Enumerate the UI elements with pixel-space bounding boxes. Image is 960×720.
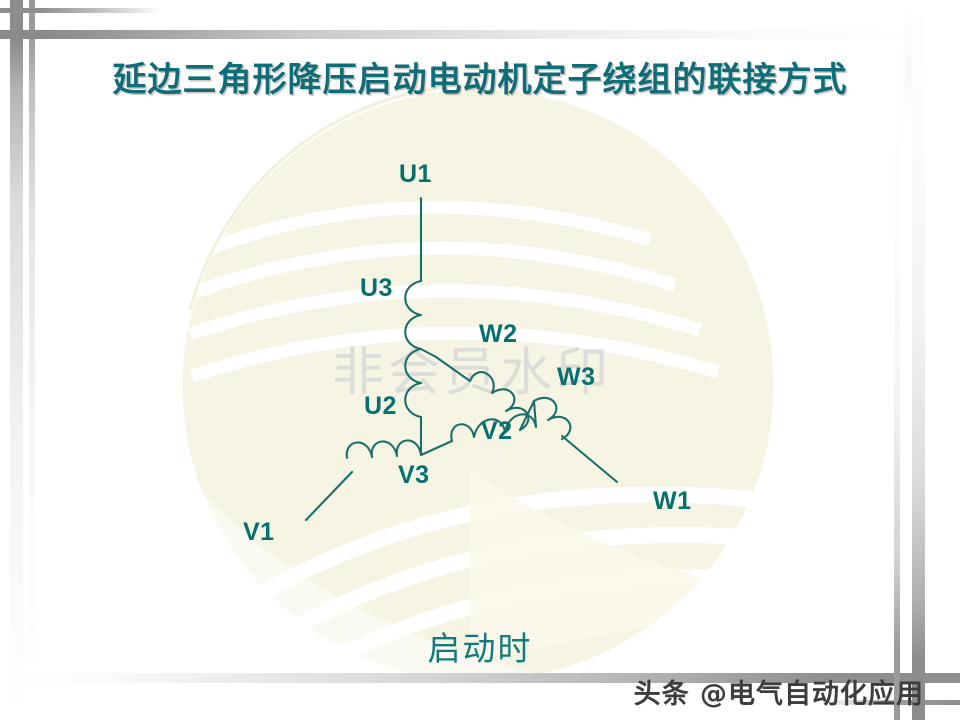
center-watermark: 非会员水印 xyxy=(332,343,613,403)
label-V3: V3 xyxy=(398,461,430,489)
label-U2: U2 xyxy=(364,392,397,420)
lead-V1 xyxy=(304,470,354,522)
lead-W1 xyxy=(560,434,619,484)
v2-to-nodeB xyxy=(532,399,538,429)
label-V1: V1 xyxy=(243,518,275,546)
winding-W3 xyxy=(532,396,572,441)
slide-caption: 启动时 xyxy=(427,629,533,668)
winding-W2 xyxy=(434,355,530,432)
label-V2: V2 xyxy=(481,417,513,445)
node-A-branch xyxy=(419,347,438,359)
winding-V3 xyxy=(345,439,423,460)
slide-title: 延边三角形降压启动电动机定子绕组的联接方式 xyxy=(112,60,848,100)
label-U3: U3 xyxy=(360,274,393,302)
label-U1: U1 xyxy=(399,160,432,188)
winding-U2 xyxy=(404,381,423,457)
winding-U3 xyxy=(404,279,423,385)
label-W3: W3 xyxy=(557,363,596,391)
label-W2: W2 xyxy=(479,320,518,348)
label-W1: W1 xyxy=(653,487,692,515)
winding-V2 xyxy=(419,413,538,457)
bottom-watermark: 头条 @电气自动化应用 xyxy=(633,679,924,710)
